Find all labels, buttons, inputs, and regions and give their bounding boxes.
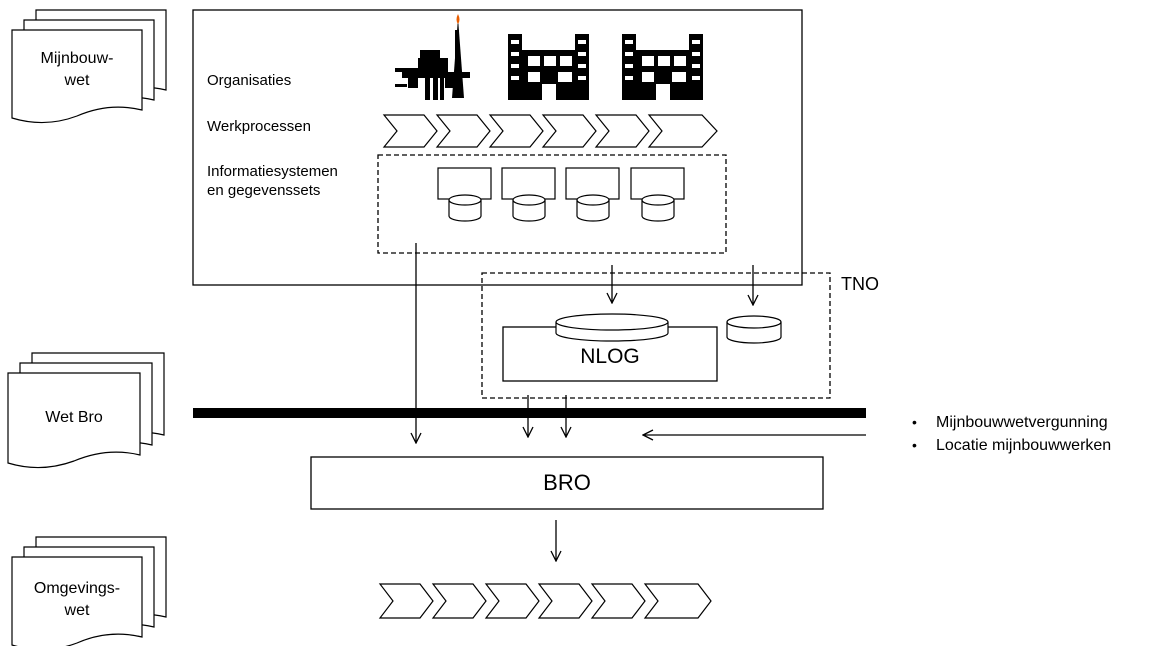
information-system bbox=[501, 167, 556, 222]
process-chevron bbox=[643, 583, 712, 619]
information-system bbox=[630, 167, 685, 222]
omgevingswet-chevrons bbox=[378, 583, 712, 619]
label-tno: TNO bbox=[841, 274, 879, 294]
process-chevron bbox=[541, 114, 597, 148]
document-label-omgevingswet: Omgevings- wet bbox=[33, 580, 121, 619]
process-chevron bbox=[435, 114, 491, 148]
organisations-box bbox=[192, 9, 803, 286]
document-label-wet-bro: Wet Bro bbox=[45, 409, 103, 426]
process-chevron bbox=[382, 114, 438, 148]
process-chevron bbox=[378, 583, 434, 619]
process-chevron bbox=[484, 583, 540, 619]
process-chevron bbox=[594, 114, 650, 148]
tno-database-icon bbox=[726, 315, 782, 344]
process-chevron bbox=[431, 583, 487, 619]
informatiesystemen-box bbox=[377, 154, 727, 254]
bullet-item: Locatie mijnbouwwerken bbox=[912, 434, 1111, 457]
nlog-database-icon bbox=[555, 313, 669, 342]
document-wet-bro bbox=[7, 352, 165, 469]
wet-bro-bar bbox=[193, 408, 866, 418]
document-omgevingswet bbox=[11, 536, 167, 646]
process-chevron bbox=[590, 583, 646, 619]
process-chevron bbox=[647, 114, 718, 148]
external-inputs-list: Mijnbouwwetvergunning Locatie mijnbouwwe… bbox=[912, 411, 1111, 457]
label-informatiesystemen: Informatiesystemen en gegevenssets bbox=[207, 163, 338, 199]
document-label-mijnbouwwet: Mijnbouw- wet bbox=[40, 50, 114, 89]
building-icon bbox=[622, 34, 703, 100]
tno-box bbox=[481, 272, 831, 399]
process-chevron bbox=[488, 114, 544, 148]
bullet-item: Mijnbouwwetvergunning bbox=[912, 411, 1111, 434]
werkprocessen-chevrons bbox=[382, 114, 718, 148]
label-organisaties: Organisaties bbox=[207, 72, 292, 89]
process-chevron bbox=[537, 583, 593, 619]
information-system bbox=[437, 167, 492, 222]
bro-box bbox=[310, 456, 824, 510]
oil-platform-icon bbox=[395, 14, 470, 100]
information-system bbox=[565, 167, 620, 222]
document-mijnbouwwet bbox=[11, 9, 167, 124]
label-nlog: NLOG bbox=[580, 345, 640, 368]
label-werkprocessen: Werkprocessen bbox=[207, 118, 311, 135]
label-bro: BRO bbox=[543, 470, 591, 495]
building-icon bbox=[508, 34, 589, 100]
